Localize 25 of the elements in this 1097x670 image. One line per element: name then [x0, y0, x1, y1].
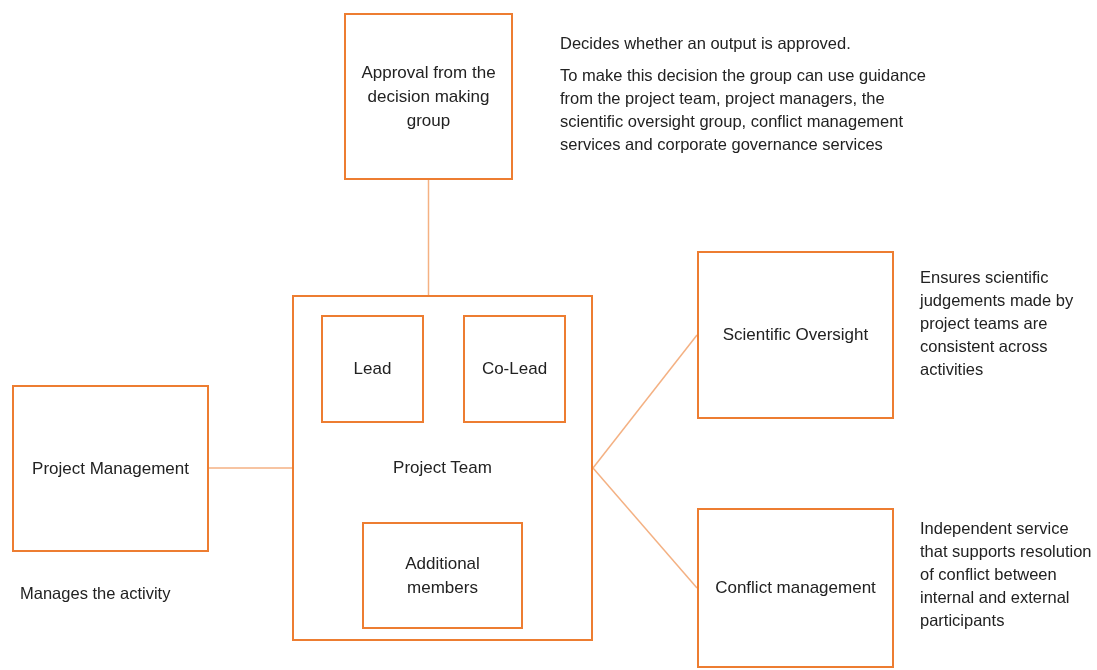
description-text: To make this decision the group can use guidance from the project team, project managers, the scientific oversight group, conflict management services and corporate governance services	[560, 65, 927, 155]
process-box	[344, 13, 513, 180]
process-box	[12, 385, 209, 552]
description-text: Ensures scientific judgements made by project teams are consistent across activities	[920, 267, 1075, 380]
connector-line	[208, 467, 293, 469]
node-label: Project Team	[392, 457, 493, 479]
process-box	[292, 295, 593, 641]
description-text: Decides whether an output is approved.	[560, 33, 852, 54]
node-label: Project Management	[31, 457, 190, 480]
node-label: Lead	[352, 358, 393, 380]
member-box	[463, 315, 566, 423]
node-label: Approval from the decision making group	[360, 61, 497, 132]
connector-line	[592, 334, 698, 469]
member-box	[321, 315, 424, 423]
connector-line	[427, 179, 430, 296]
node-label: Scientific Oversight	[721, 324, 870, 346]
connector-line	[592, 467, 698, 589]
process-box	[697, 251, 894, 419]
node-label: Additional members	[404, 552, 481, 599]
description-text: Manages the activity	[20, 583, 172, 604]
process-box	[697, 508, 894, 668]
member-box	[362, 522, 523, 629]
node-label: Conflict management	[714, 577, 877, 599]
description-text: Independent service that supports resolution of conflict between internal and external participants	[920, 518, 1093, 631]
node-label: Co-Lead	[480, 358, 549, 380]
